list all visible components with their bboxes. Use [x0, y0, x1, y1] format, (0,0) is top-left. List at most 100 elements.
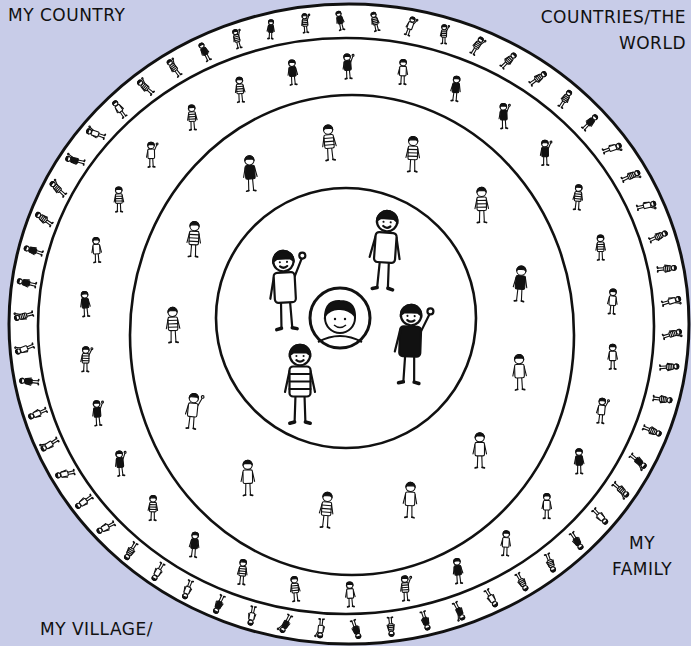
- person-figure: [528, 70, 547, 87]
- person-figure: [166, 307, 181, 343]
- person-figure: [242, 155, 258, 191]
- ring-label-text: MY COUNTRY: [8, 5, 125, 25]
- person-figure: [557, 89, 573, 109]
- person-figure: [386, 617, 395, 636]
- person-figure: [636, 200, 656, 213]
- person-figure: [499, 51, 517, 69]
- person-figure: [96, 520, 116, 535]
- person-figure: [123, 541, 139, 561]
- person-figure: [662, 328, 683, 342]
- person-figure: [498, 103, 511, 128]
- person-figure: [181, 580, 194, 600]
- person-figure: [285, 345, 315, 423]
- person-figure: [367, 210, 402, 290]
- person-figure: [648, 229, 668, 243]
- person-figure: [400, 575, 413, 600]
- person-figure: [473, 433, 487, 468]
- person-figure: [512, 354, 527, 390]
- person-figure: [369, 12, 380, 32]
- person-figure: [301, 13, 312, 32]
- person-figure: [406, 136, 420, 172]
- family-ring: [216, 188, 476, 448]
- person-figure: [80, 291, 91, 316]
- person-figure: [289, 576, 301, 602]
- person-figure: [500, 531, 511, 556]
- person-figure: [596, 398, 610, 424]
- person-figure: [661, 295, 682, 309]
- person-figure: [315, 619, 326, 639]
- person-figure: [187, 105, 198, 130]
- person-figure: [321, 125, 337, 161]
- person-figure: [450, 601, 466, 622]
- person-figure: [608, 344, 618, 369]
- person-figure: [165, 57, 184, 77]
- person-figure: [607, 289, 618, 314]
- person-figure: [591, 507, 609, 526]
- person-figure: [247, 606, 258, 626]
- person-figure: [404, 16, 419, 37]
- person-figure: [34, 211, 53, 228]
- ring-label-text: MY FAMILY: [612, 533, 672, 579]
- ring-label: MY VILLAGE/: [40, 616, 220, 642]
- outer-blob: [9, 4, 689, 644]
- person-figure: [345, 582, 356, 607]
- person-figure: [419, 611, 431, 631]
- person-figure: [572, 184, 584, 210]
- person-figure: [65, 153, 85, 166]
- person-figure: [20, 377, 39, 386]
- person-figure: [150, 562, 165, 582]
- person-figure: [212, 594, 226, 614]
- person-figure: [642, 424, 662, 438]
- person-figure: [268, 250, 309, 330]
- person-figure: [74, 494, 94, 511]
- person-figure: [234, 77, 245, 102]
- person-figure: [267, 20, 275, 39]
- person-figure: [186, 221, 201, 257]
- person-figure: [241, 460, 255, 495]
- person-figure: [55, 469, 75, 480]
- person-figure: [81, 347, 93, 372]
- person-figure: [574, 449, 584, 474]
- country-ring: [38, 38, 654, 614]
- ring-label: MY COUNTRY: [8, 2, 188, 28]
- person-figure: [148, 495, 158, 520]
- village-ring: [130, 95, 574, 575]
- person-figure: [581, 113, 599, 131]
- person-figure: [660, 363, 679, 371]
- person-figure: [469, 36, 486, 57]
- person-figure: [350, 619, 363, 639]
- person-figure: [452, 558, 464, 584]
- person-figure: [318, 492, 334, 528]
- people-group: [13, 11, 683, 640]
- ring-label-text: MY VILLAGE/: [40, 619, 153, 639]
- person-figure: [657, 264, 676, 273]
- person-figure: [540, 140, 552, 165]
- person-figure: [653, 395, 673, 405]
- person-figure: [403, 482, 418, 518]
- person-figure: [188, 532, 200, 558]
- person-figure: [512, 266, 528, 302]
- person-figure: [111, 99, 128, 119]
- self-portrait: [310, 288, 370, 348]
- person-figure: [23, 244, 43, 257]
- person-figure: [184, 393, 204, 430]
- person-figure: [114, 450, 128, 476]
- person-figure: [514, 572, 529, 592]
- ring-label-text: COUNTRIES/THE WORLD: [541, 7, 686, 53]
- person-figure: [450, 76, 462, 102]
- person-figure: [17, 277, 37, 288]
- person-figure: [335, 11, 346, 31]
- person-figure: [602, 142, 623, 157]
- person-figure: [92, 400, 106, 426]
- person-figure: [440, 25, 449, 44]
- person-figure: [628, 452, 648, 471]
- ring-label: COUNTRIES/THE WORLD: [512, 4, 686, 57]
- person-figure: [146, 142, 158, 167]
- person-figure: [542, 494, 552, 519]
- person-figure: [569, 531, 585, 551]
- person-figure: [596, 235, 606, 260]
- person-figure: [287, 60, 298, 85]
- person-figure: [86, 126, 107, 141]
- person-figure: [28, 407, 48, 421]
- person-figure: [475, 187, 489, 222]
